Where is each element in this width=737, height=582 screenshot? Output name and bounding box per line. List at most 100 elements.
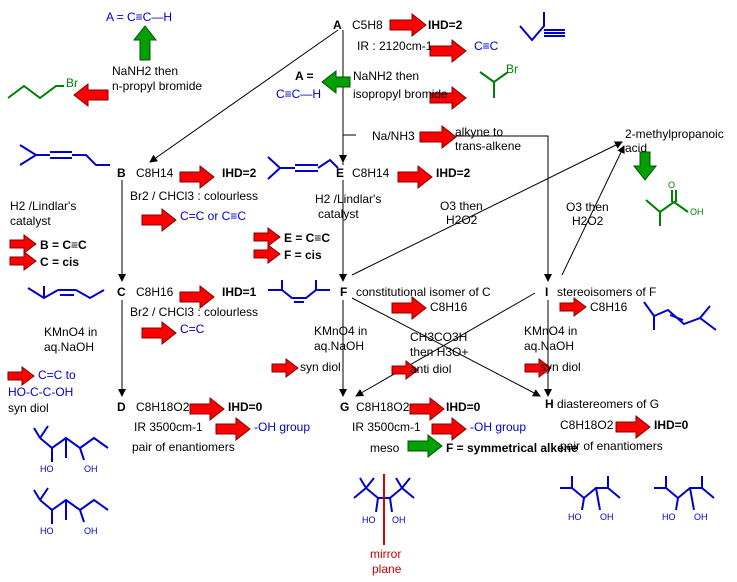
h1-ho-label: HO: [568, 512, 582, 522]
structure-b: [19, 144, 38, 166]
kmno4-c-line2: aq.NaOH: [44, 340, 95, 354]
green-arrows: [132, 25, 658, 459]
arrow-f-to-acid: [351, 141, 623, 276]
structures: [7, 12, 717, 545]
kmno4-i-line2: aq.NaOH: [524, 339, 575, 353]
red-arrow-d-ir: [215, 416, 251, 442]
compound-a-label: A: [333, 18, 342, 32]
red-arrow-f-formula: [391, 295, 427, 321]
o3-line2: H2O2: [446, 213, 478, 227]
d2-ho-label: HO: [40, 526, 54, 536]
compound-d-label: D: [117, 400, 126, 414]
cc-to-line1: C=C to: [38, 368, 76, 382]
compound-h-label: H: [545, 397, 554, 411]
compound-a-formula: C5H8: [352, 18, 383, 32]
kmno4-f-line1: KMnO4 in: [314, 324, 368, 338]
f-is-label: F = cis: [284, 248, 322, 262]
acid-line1: 2-methylpropanoic: [625, 127, 724, 141]
compound-b-test: Br2 / CHCl3 : colourless: [130, 189, 259, 203]
red-arrow-b-test: [141, 207, 177, 233]
compound-g-ihd: IHD=0: [446, 400, 481, 414]
compound-d-ir-result: -OH group: [254, 420, 311, 434]
syn-diol-f: syn diol: [300, 360, 341, 374]
h2-oh-label: OH: [694, 512, 708, 522]
lindlar-e-line2: catalyst: [318, 207, 359, 221]
red-arrow-cc-to: [7, 366, 35, 386]
cc-to-line3: syn diol: [8, 401, 49, 415]
structure-npropyl-bromide: [7, 84, 64, 100]
o3-line1: O3 then: [440, 199, 483, 213]
d1-ho-label: HO: [40, 464, 54, 474]
compound-g-meso-result: F = symmetrical alkene: [446, 441, 578, 455]
lindlar-b-line2: catalyst: [10, 214, 51, 228]
compound-b-label: B: [117, 166, 126, 180]
arrow-e-na-nh3: [342, 134, 356, 165]
red-arrow-e-is: [253, 227, 281, 247]
red-arrows: [7, 12, 651, 442]
red-arrow-anti-diol: [391, 360, 419, 380]
mirror-label-line1: mirror: [370, 547, 402, 561]
arrow-i-to-g: [355, 292, 536, 397]
nanh2-npropyl-line2: n-propyl bromide: [112, 79, 203, 93]
arrow-i-to-acid: [561, 145, 625, 276]
compound-c-test-result: C=C: [180, 322, 205, 336]
red-arrow-e-ihd: [397, 164, 433, 190]
compound-e-formula: C8H14: [352, 166, 390, 180]
compound-h-note: diastereomers of G: [557, 397, 660, 411]
green-arrow-acid: [632, 151, 658, 181]
arrow-f-to-h: [351, 297, 541, 397]
br-label-iso: Br: [506, 62, 518, 76]
structure-e: [267, 156, 282, 180]
cc-to-line2: HO-C-C-OH: [8, 385, 74, 399]
red-arrow-g-ihd: [409, 396, 445, 422]
kmno4-i-line1: KMnO4 in: [524, 324, 578, 338]
compound-e-ihd: IHD=2: [436, 166, 471, 180]
compound-d-ir: IR 3500cm-1: [134, 420, 203, 434]
nanh2-iso-line1: NaNH2 then: [353, 69, 420, 83]
compound-a-ir-result: C≡C: [474, 39, 499, 53]
red-arrow-i-formula: [559, 297, 587, 317]
compound-c-ihd: IHD=1: [222, 285, 257, 299]
red-arrow-g-ir: [431, 416, 467, 442]
compound-d-ihd: IHD=0: [228, 400, 263, 414]
red-arrow-a-ir: [429, 38, 467, 64]
compound-f-note: constitutional isomer of C: [356, 285, 491, 299]
o3b-line2: H2O2: [572, 214, 604, 228]
compound-b-test-result: C=C or C≡C: [180, 209, 247, 223]
d2-oh-label: OH: [84, 526, 98, 536]
d1-oh-label: OH: [84, 464, 98, 474]
compound-h-formula: C8H18O2: [560, 418, 614, 432]
red-arrow-h-ihd: [615, 414, 651, 440]
compound-c-formula: C8H16: [136, 285, 174, 299]
red-arrow-isopropyl: [429, 85, 467, 111]
b-is-label: B = C≡C: [40, 238, 87, 252]
compound-f-formula: C8H16: [430, 300, 468, 314]
structure-acid: [645, 199, 689, 214]
structure-d-2: [39, 498, 109, 512]
acid-oh-label: OH: [690, 207, 704, 217]
acid-o-label: O: [668, 180, 676, 190]
green-arrow-meso: [407, 433, 443, 459]
compound-h-note2: pair of enantiomers: [560, 439, 663, 453]
compound-c-label: C: [117, 285, 126, 299]
compound-b-ihd: IHD=2: [222, 166, 257, 180]
red-arrow-c-ihd: [179, 284, 215, 310]
compound-e-label: E: [336, 166, 345, 180]
a-mid-structure: C≡C—H: [276, 87, 321, 101]
a-top-label: A = C≡C—H: [106, 10, 173, 24]
anti-diol: anti diol: [410, 362, 452, 376]
structure-isopropyl-bromide: [479, 71, 509, 84]
red-arrow-f-is: [253, 244, 281, 264]
compound-g-ir: IR 3500cm-1: [352, 420, 421, 434]
compound-b-formula: C8H14: [136, 166, 174, 180]
red-arrow-syn-diol-f: [271, 358, 299, 378]
syn-diol-i: syn diol: [540, 360, 581, 374]
structure-f: [268, 289, 330, 299]
kmno4-c-line1: KMnO4 in: [44, 325, 98, 339]
h1-oh-label: OH: [600, 512, 614, 522]
compound-g-formula: C8H18O2: [356, 400, 410, 414]
red-arrow-c-test: [141, 320, 177, 346]
mirror-label-line2: plane: [372, 562, 402, 576]
acid-line2: acid: [625, 141, 648, 155]
